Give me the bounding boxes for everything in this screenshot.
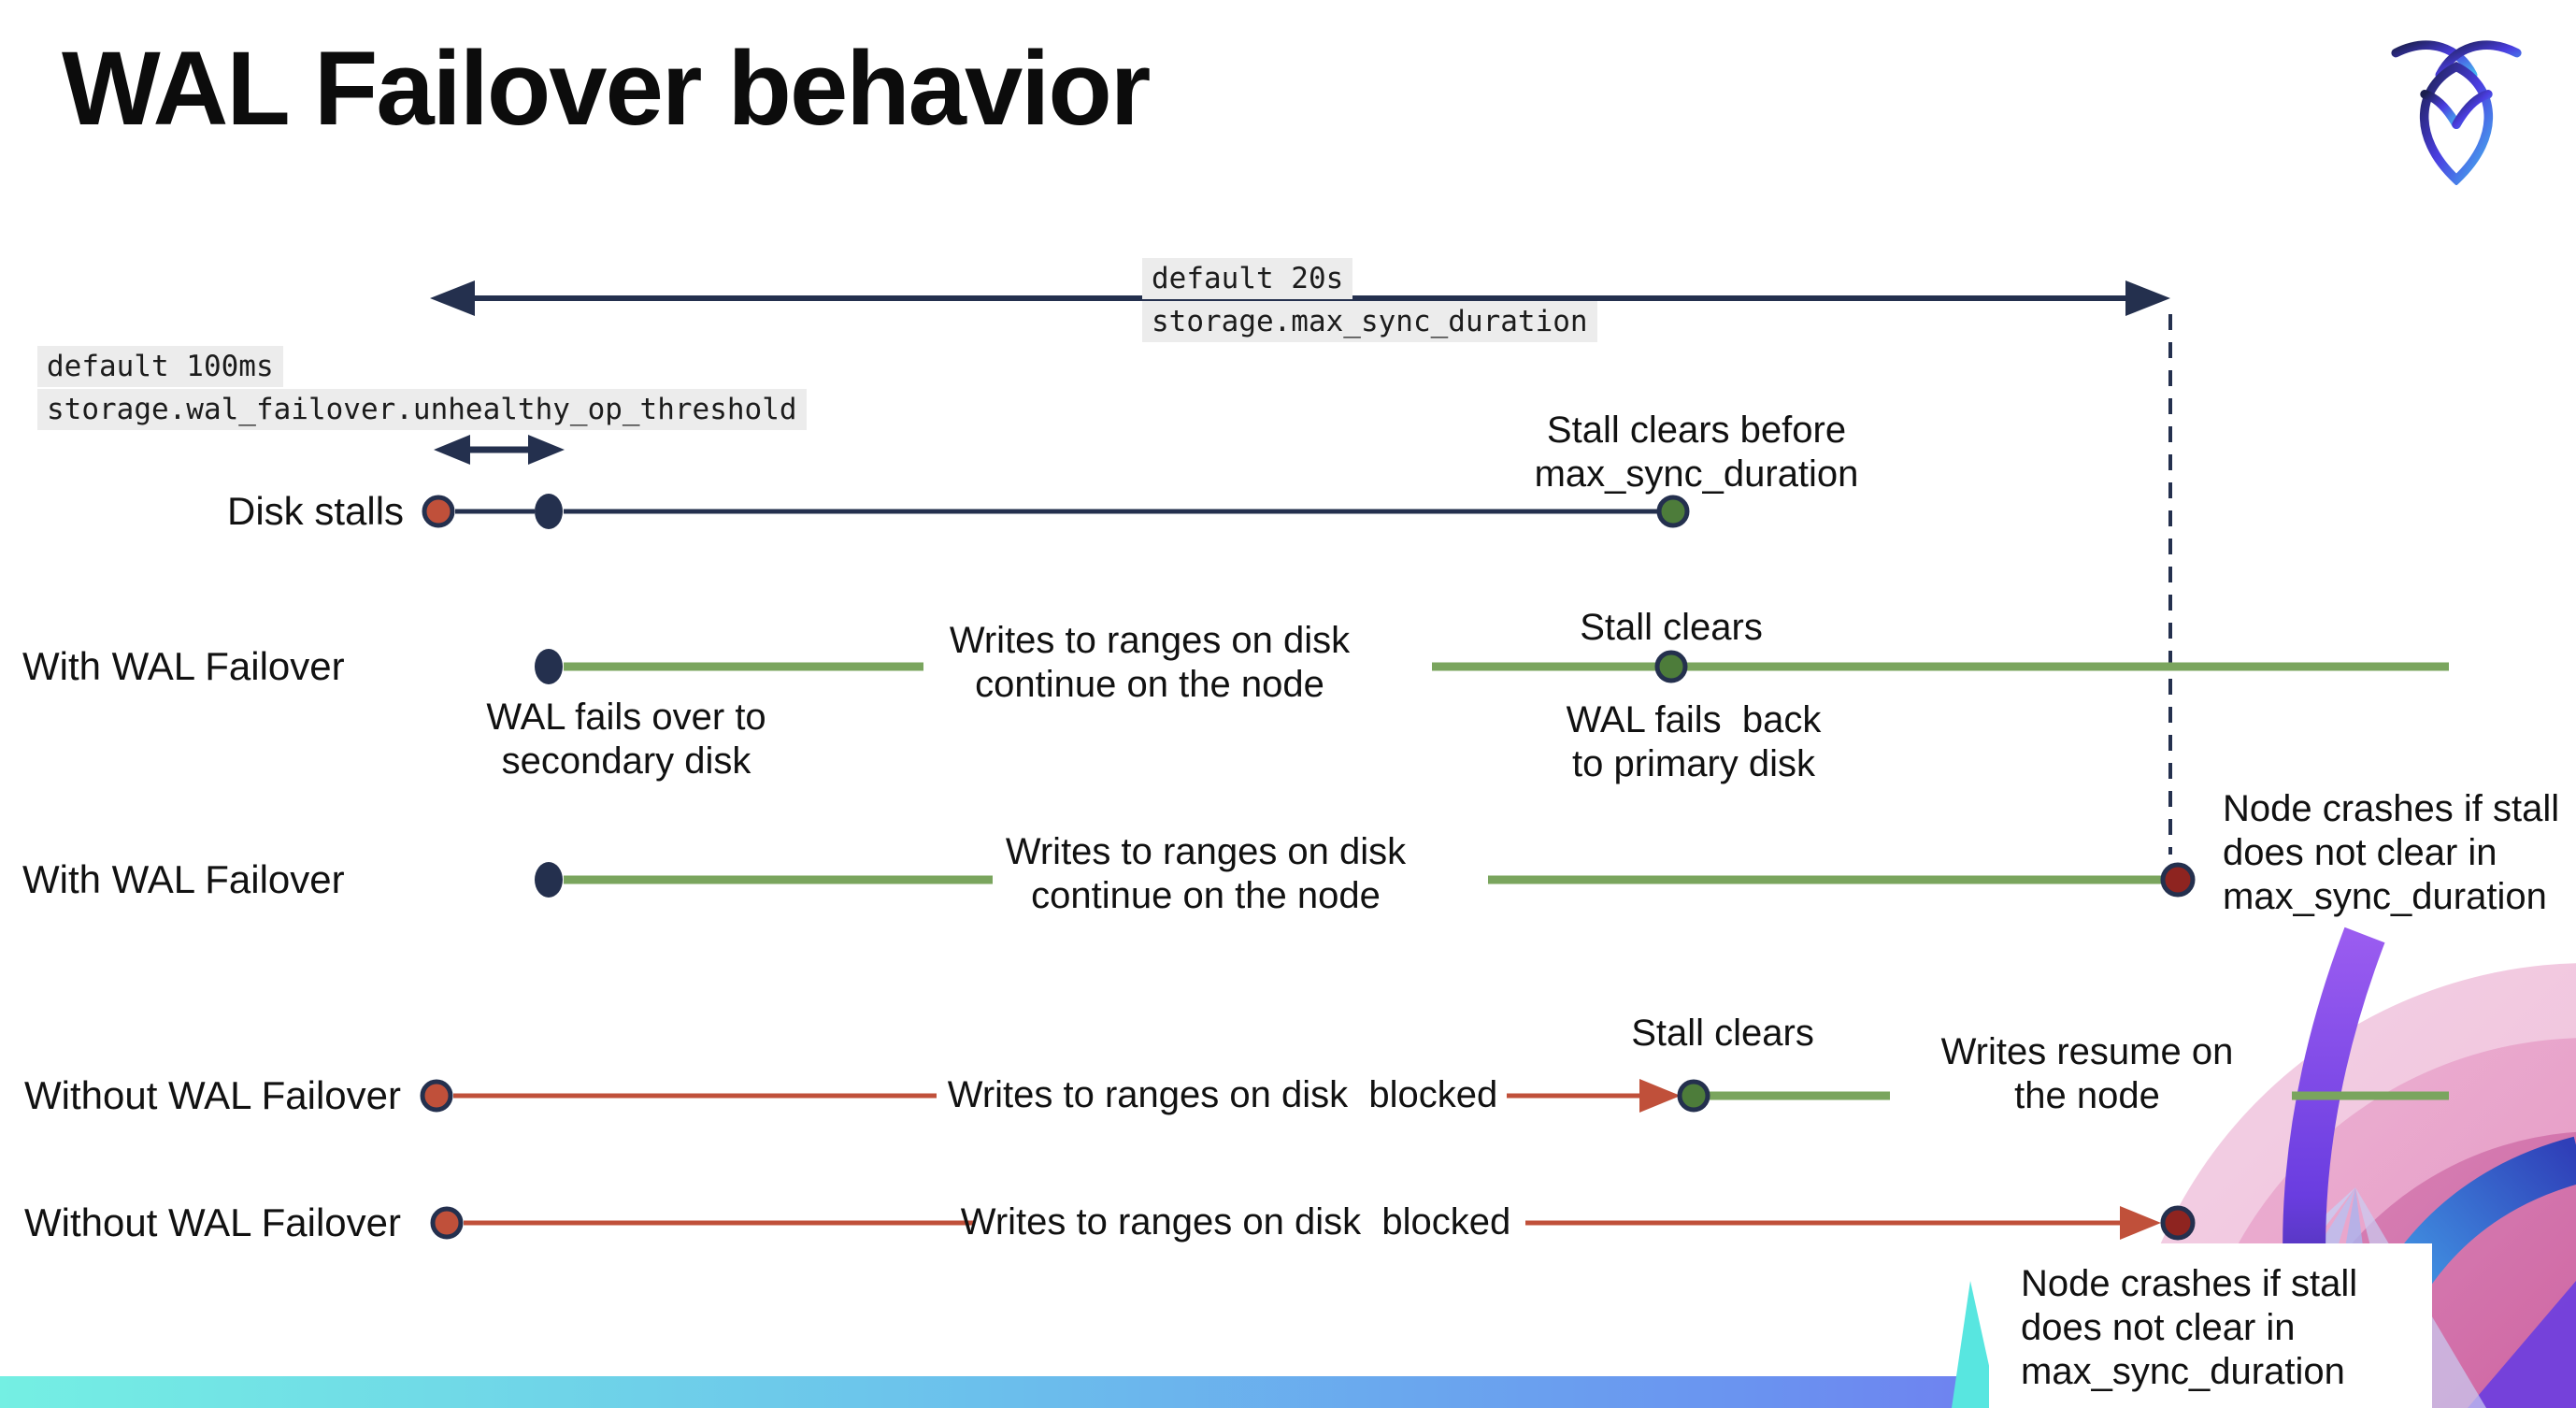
- wal-fails-back-label: WAL fails back to primary disk: [1566, 699, 1822, 784]
- writes-continue-label-1: Writes to ranges on disk continue on the…: [949, 620, 1351, 705]
- config-label-max-sync-setting: storage.max_sync_duration: [1142, 301, 1597, 342]
- config-label-max-sync-default: default 20s: [1142, 258, 1353, 299]
- stall-clears-label-1: Stall clears: [1580, 607, 1763, 648]
- stall-clears-dot: [1677, 1079, 1710, 1113]
- writes-resume-label: Writes resume on the node: [1940, 1031, 2234, 1116]
- failover-dot: [535, 649, 563, 684]
- row-label-with-wal-failover-1: With WAL Failover: [22, 644, 345, 688]
- row-label-with-wal-failover-2: With WAL Failover: [22, 857, 345, 901]
- arrow-head-right-icon: [2125, 280, 2170, 316]
- page-title: WAL Failover behavior: [62, 30, 1151, 147]
- writes-blocked-label-1: Writes to ranges on disk blocked: [947, 1074, 1498, 1115]
- arrow-head-left-icon: [434, 435, 470, 465]
- row-label-disk-stalls: Disk stalls: [227, 489, 405, 533]
- node-crashes-label-1: Node crashes if stall does not clear in …: [2223, 788, 2560, 917]
- config-label-threshold-setting: storage.wal_failover.unhealthy_op_thresh…: [37, 389, 807, 430]
- writes-continue-label-2: Writes to ranges on disk continue on the…: [1005, 831, 1407, 916]
- failover-dot: [535, 862, 563, 898]
- config-label-threshold-default: default 100ms: [37, 346, 283, 387]
- cyan-sliver: [1952, 1281, 1998, 1408]
- node-crashes-label-2: Node crashes if stall does not clear in …: [2021, 1263, 2358, 1392]
- stall-clears-dot: [1654, 650, 1688, 683]
- arrow-head-right-icon: [528, 435, 565, 465]
- stall-clears-before-label: Stall clears before max_sync_duration: [1534, 409, 1859, 495]
- threshold-reached-dot: [535, 494, 563, 529]
- node-crash-callout-box: Node crashes if stall does not clear in …: [1989, 1243, 2432, 1408]
- stall-clears-label-2: Stall clears: [1631, 1013, 1814, 1054]
- disk-stall-start-dot: [430, 1206, 464, 1240]
- stall-clears-dot: [1656, 495, 1690, 528]
- arrow-head-left-icon: [430, 280, 475, 316]
- row-label-without-wal-failover-2: Without WAL Failover: [24, 1200, 401, 1244]
- cockroachdb-logo-icon: [2391, 40, 2522, 185]
- wal-fails-over-label: WAL fails over to secondary disk: [486, 697, 766, 782]
- disk-stall-start-dot: [422, 495, 455, 528]
- row-label-without-wal-failover-1: Without WAL Failover: [24, 1073, 401, 1117]
- corner-purple-fill: [2468, 1281, 2576, 1408]
- writes-blocked-label-2: Writes to ranges on disk blocked: [960, 1201, 1511, 1243]
- disk-stall-start-dot: [420, 1079, 453, 1113]
- red-arrow-head-icon: [1639, 1079, 1681, 1113]
